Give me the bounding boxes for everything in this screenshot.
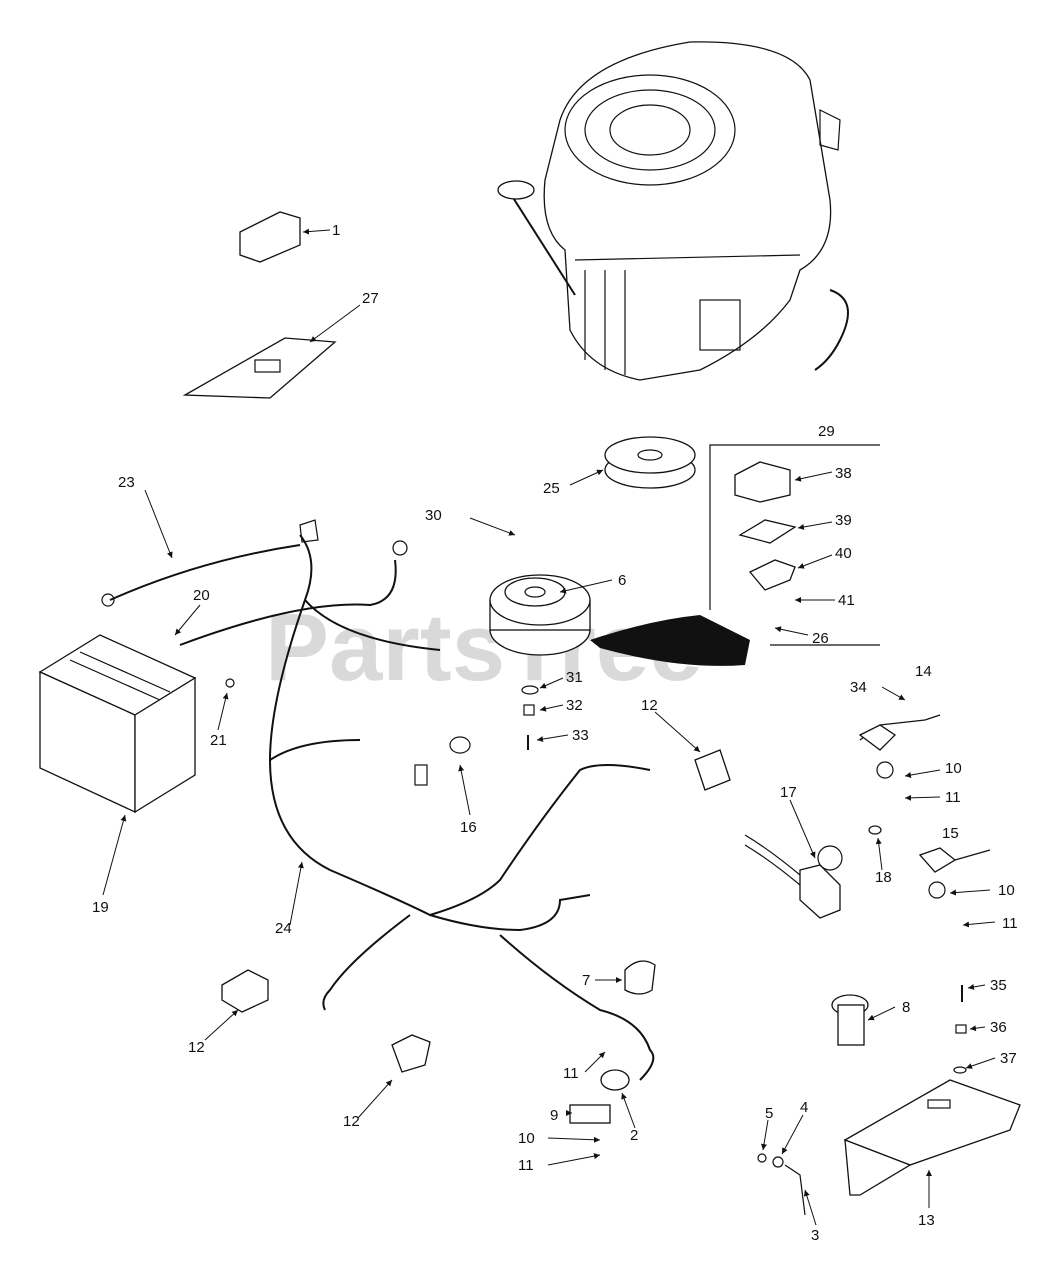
callout-12-a: 12 <box>641 697 658 714</box>
part-16-switch <box>414 736 471 816</box>
part-19-battery <box>38 634 197 896</box>
callout-18: 18 <box>875 869 892 886</box>
part-2 <box>600 1069 636 1129</box>
callout-12-c: 12 <box>343 1113 360 1130</box>
part-1-decal <box>239 211 331 263</box>
callout-26: 26 <box>812 630 829 647</box>
callout-34: 34 <box>850 679 867 696</box>
part-12-relay-c <box>357 1034 431 1119</box>
callout-15: 15 <box>942 825 959 842</box>
callout-13: 13 <box>918 1212 935 1229</box>
hardware-9-11 <box>547 1051 611 1166</box>
callout-10-a: 10 <box>945 760 962 777</box>
callout-17: 17 <box>780 784 797 801</box>
callout-12-b: 12 <box>188 1039 205 1056</box>
callout-19: 19 <box>92 899 109 916</box>
callout-11-c: 11 <box>518 1157 534 1174</box>
part-12-relay-b <box>204 969 269 1041</box>
callout-38: 38 <box>835 465 852 482</box>
callout-32: 32 <box>566 697 583 714</box>
battery-cables <box>101 489 408 646</box>
callout-1: 1 <box>332 222 340 239</box>
callout-39: 39 <box>835 512 852 529</box>
callout-30: 30 <box>425 507 442 524</box>
callout-16: 16 <box>460 819 477 836</box>
part-7 <box>595 960 656 995</box>
callout-9: 9 <box>550 1107 558 1124</box>
callout-14: 14 <box>915 663 932 680</box>
callout-33: 33 <box>572 727 589 744</box>
callout-5: 5 <box>765 1105 773 1122</box>
part-14-assembly <box>858 686 941 801</box>
part-18 <box>868 825 883 871</box>
callout-11-b: 11 <box>1002 915 1018 932</box>
hardware-35-37 <box>953 984 996 1074</box>
callout-23: 23 <box>118 474 135 491</box>
callout-29: 29 <box>818 423 835 440</box>
callout-3: 3 <box>811 1227 819 1244</box>
part-8-switch <box>831 994 896 1046</box>
callout-10-c: 10 <box>518 1130 535 1147</box>
part-17-module <box>744 799 843 919</box>
callout-2: 2 <box>630 1127 638 1144</box>
clutch-hardware <box>521 677 569 750</box>
part-15-assembly <box>918 847 996 928</box>
callout-25: 25 <box>543 480 560 497</box>
part-13-plate <box>843 1079 1021 1208</box>
callout-8: 8 <box>902 999 910 1016</box>
callout-37: 37 <box>1000 1050 1017 1067</box>
part-6-clutch <box>469 517 750 666</box>
callout-6: 6 <box>618 572 626 589</box>
callout-20: 20 <box>193 587 210 604</box>
callout-10-b: 10 <box>998 882 1015 899</box>
callout-36: 36 <box>990 1019 1007 1036</box>
callout-21: 21 <box>210 732 227 749</box>
hardware-3-5 <box>757 1114 817 1226</box>
callout-4: 4 <box>800 1099 808 1116</box>
callout-27: 27 <box>362 290 379 307</box>
callout-40: 40 <box>835 545 852 562</box>
callout-labels: 1 27 29 38 39 40 41 26 25 30 6 23 20 19 … <box>92 222 1018 1244</box>
callout-11-d: 11 <box>563 1065 579 1082</box>
part-27-plate <box>182 304 361 399</box>
callout-24: 24 <box>275 920 292 937</box>
part-24-wiring-harness <box>268 519 655 1081</box>
callout-31: 31 <box>566 669 583 686</box>
part-29-bracket-group <box>709 444 880 646</box>
part-25-pulley <box>569 436 696 489</box>
callout-11-a: 11 <box>945 789 961 806</box>
part-21 <box>217 678 235 731</box>
callout-41: 41 <box>838 592 855 609</box>
callout-35: 35 <box>990 977 1007 994</box>
callout-7: 7 <box>582 972 590 989</box>
part-12-relay-a <box>654 711 731 791</box>
engine <box>497 41 849 381</box>
